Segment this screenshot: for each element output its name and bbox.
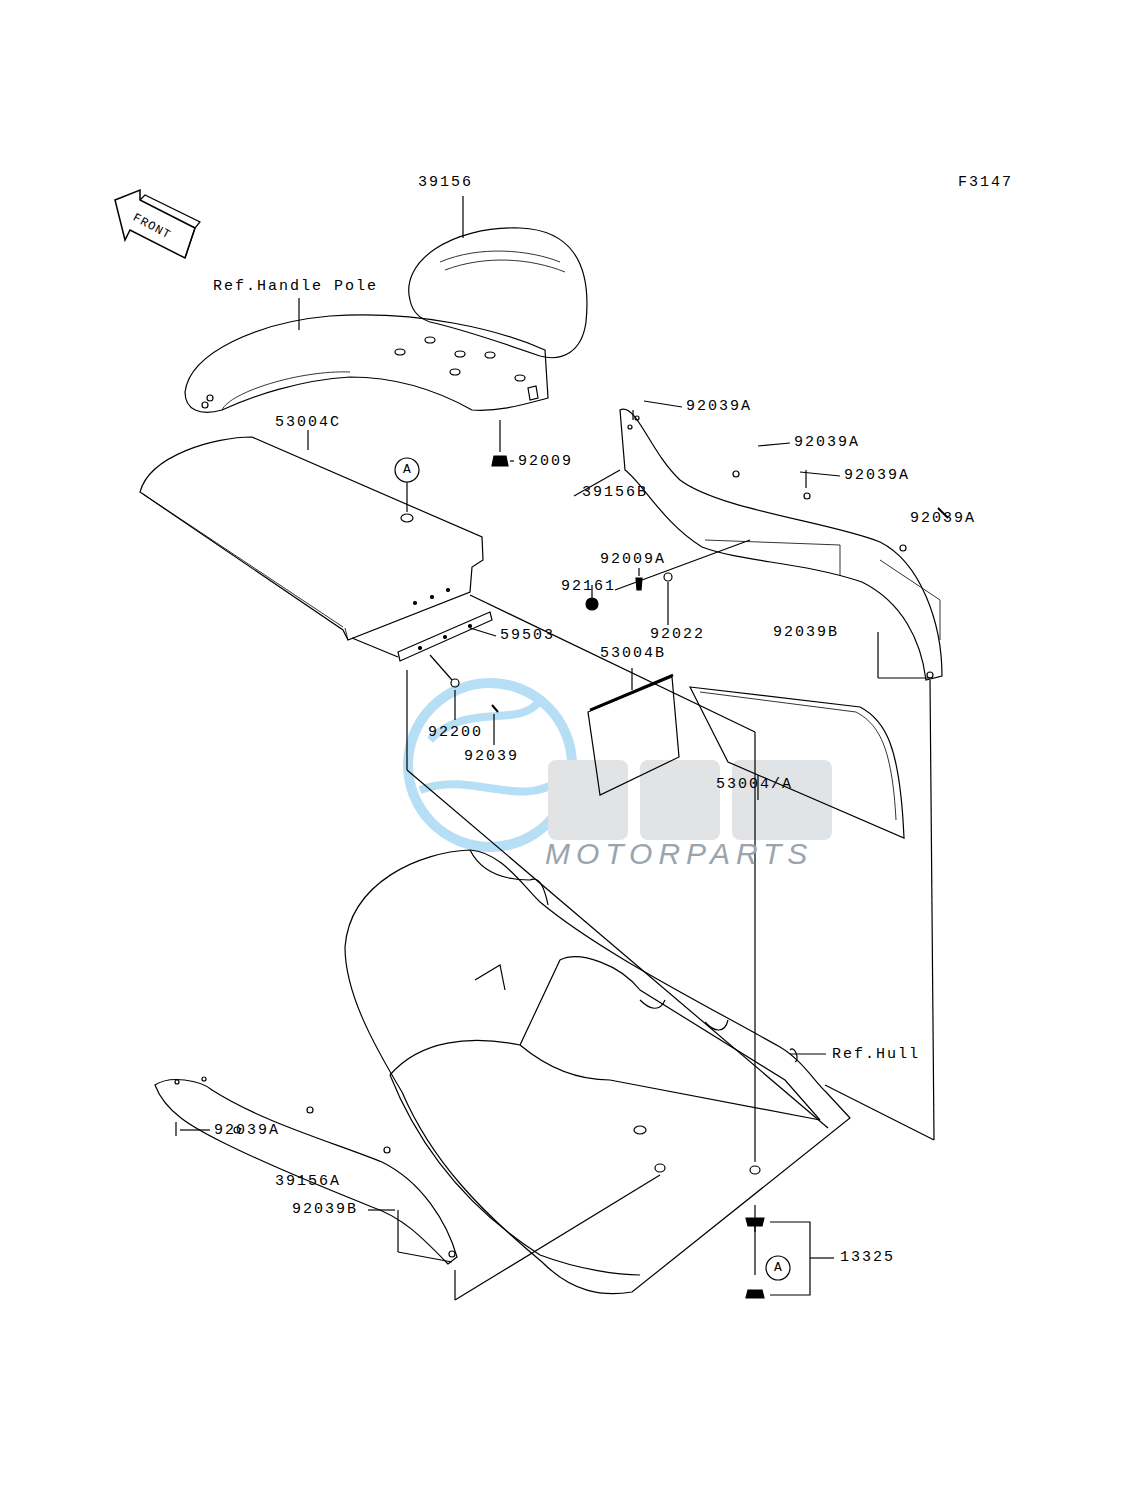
mat-piece — [588, 677, 679, 795]
side-rail — [155, 1080, 457, 1264]
strip — [398, 612, 492, 661]
watermark-logo — [408, 683, 832, 847]
handle-pole — [185, 315, 548, 412]
hull — [345, 850, 850, 1294]
reference-letter: A — [403, 461, 411, 479]
callout-number: 53004B — [600, 645, 666, 663]
reference-label: Ref.Hull — [832, 1046, 920, 1064]
callout-number: 39156B — [582, 484, 648, 502]
callout-number: 92039A — [794, 434, 860, 452]
mat — [140, 437, 483, 640]
watermark-text: MOTORPARTS — [545, 845, 813, 863]
callout-number: 92039B — [773, 624, 839, 642]
callout-number: 92022 — [650, 626, 705, 644]
callout-number: 13325 — [840, 1249, 895, 1267]
callout-number: 92039A — [686, 398, 752, 416]
figure-code: F3147 — [958, 174, 1013, 192]
callout-number: 92039 — [464, 748, 519, 766]
callout-number: 53004/A — [716, 776, 793, 794]
ref-circle — [395, 458, 419, 482]
reference-label: Ref.Handle Pole — [213, 278, 378, 296]
callout-number: 92039B — [292, 1201, 358, 1219]
reference-letter: A — [774, 1259, 782, 1277]
callout-number: 39156 — [418, 174, 473, 192]
callout-number: 92009 — [518, 453, 573, 471]
callout-number: 59503 — [500, 627, 555, 645]
callout-number: 92161 — [561, 578, 616, 596]
seat-pad — [409, 228, 587, 358]
callout-number: 39156A — [275, 1173, 341, 1191]
callout-number: 53004C — [275, 414, 341, 432]
mat-piece — [690, 687, 904, 838]
callout-number: 92039A — [214, 1122, 280, 1140]
callout-number: 92039A — [844, 467, 910, 485]
callout-number: 92039A — [910, 510, 976, 528]
side-rail — [620, 409, 942, 680]
callout-number: 92200 — [428, 724, 483, 742]
callout-number: 92009A — [600, 551, 666, 569]
